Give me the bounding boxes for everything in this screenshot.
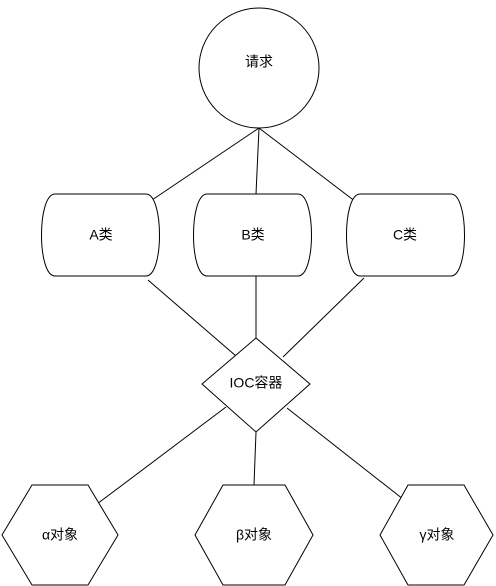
edge-container-to-beta: [253, 431, 257, 486]
edge-container-to-gamma: [286, 407, 409, 504]
object-gamma-label: γ对象: [420, 527, 455, 543]
edge-request-to-a: [151, 127, 260, 201]
container-node: IOC容器: [201, 337, 311, 433]
object-node-gamma: γ对象: [379, 484, 494, 586]
class-a-shape: [41, 193, 160, 277]
class-node-c: C类: [346, 193, 465, 277]
container-diamond: [201, 337, 311, 433]
object-node-alpha: α对象: [1, 484, 119, 586]
class-a-label: A类: [89, 227, 112, 243]
object-beta-hexagon: [194, 484, 314, 586]
request-ellipse: [198, 7, 320, 129]
object-alpha-hexagon: [1, 484, 119, 586]
class-c-shape: [346, 193, 465, 277]
object-gamma-hexagon: [379, 484, 494, 586]
edges: [96, 127, 409, 505]
edge-request-to-c: [258, 127, 357, 203]
edge-a-to-container: [147, 279, 237, 357]
class-node-b: B类: [193, 193, 312, 277]
class-b-label: B类: [241, 227, 264, 243]
edge-container-to-alpha: [96, 406, 227, 505]
object-alpha-label: α对象: [42, 527, 78, 543]
request-node: 请求: [198, 7, 320, 129]
container-label: IOC容器: [230, 375, 283, 391]
object-beta-label: β对象: [236, 527, 272, 543]
class-node-a: A类: [41, 193, 160, 277]
object-node-beta: β对象: [194, 484, 314, 586]
request-label: 请求: [245, 54, 273, 70]
edge-c-to-container: [282, 277, 365, 358]
class-b-shape: [193, 193, 312, 277]
edge-request-to-b: [255, 127, 260, 195]
class-c-label: C类: [393, 227, 417, 243]
